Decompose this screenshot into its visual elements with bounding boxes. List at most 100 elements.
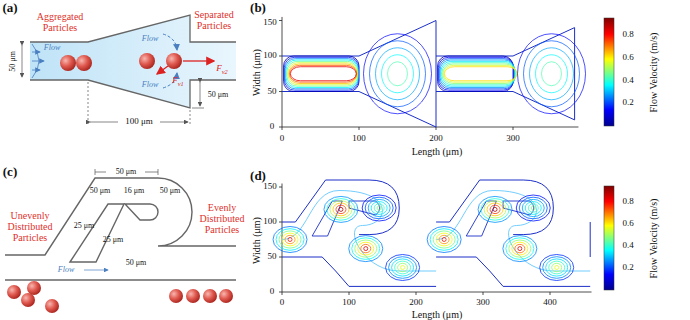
annotation: Separated Particles xyxy=(186,9,242,31)
plot-stroke xyxy=(503,201,534,215)
plot-stroke xyxy=(546,259,568,276)
plot-stroke xyxy=(483,292,484,295)
plot-stroke xyxy=(352,238,380,260)
plot-stroke xyxy=(436,257,590,286)
plot-stroke xyxy=(427,227,461,253)
annotation: 300 xyxy=(506,134,520,144)
plot-stroke xyxy=(398,263,408,271)
plot-stroke xyxy=(289,64,357,83)
plot-stroke xyxy=(288,63,357,85)
axis-title: Flow Velocity (m/s) xyxy=(648,198,659,278)
plot-stroke xyxy=(439,59,514,89)
plot-stroke xyxy=(555,266,559,270)
axes xyxy=(282,17,578,127)
plot-stroke xyxy=(282,191,436,272)
plot-stroke xyxy=(525,202,541,215)
plot-stroke xyxy=(444,65,517,82)
annotation: 100 xyxy=(263,51,277,61)
plot-stroke xyxy=(509,240,531,257)
annotation: 0.4 xyxy=(622,76,633,86)
annotation: Flow xyxy=(44,44,60,53)
plot-stroke xyxy=(436,92,575,120)
plot-stroke xyxy=(324,196,358,222)
plot-stroke xyxy=(528,204,538,212)
plot-stroke xyxy=(382,55,414,93)
plot-stroke xyxy=(519,197,547,219)
axis-title: 50 μm xyxy=(9,51,18,72)
annotation: 0.2 xyxy=(622,98,633,108)
plot-stroke xyxy=(530,48,574,100)
plot-stroke xyxy=(542,62,562,86)
annotation: 150 xyxy=(263,18,277,28)
plot-stroke xyxy=(401,266,405,270)
annotation: 25 μm xyxy=(74,222,95,231)
plot-stroke xyxy=(359,127,360,130)
plot-stroke xyxy=(349,292,350,295)
annotation: Fv1 xyxy=(172,76,183,88)
annotation: 0 xyxy=(270,122,275,132)
plot-stroke xyxy=(279,127,282,128)
plot-stroke xyxy=(433,231,455,248)
force-arrows xyxy=(157,61,214,74)
annotation: 200 xyxy=(429,134,443,144)
annotation: Flow xyxy=(58,266,74,275)
plot-stroke xyxy=(279,257,282,258)
plot-stroke xyxy=(368,199,390,216)
plot-stroke xyxy=(282,233,298,246)
plot-stroke xyxy=(430,229,458,251)
annotation: Unevenly Distributed Particles xyxy=(2,210,58,243)
annotation: 0.8 xyxy=(622,30,633,40)
plot-stroke xyxy=(540,255,574,281)
plot-stroke xyxy=(364,34,432,114)
plot-stroke xyxy=(284,57,358,90)
plot-stroke xyxy=(416,292,417,295)
plot-stroke xyxy=(552,263,562,271)
axis-title: Width (μm) xyxy=(251,217,262,264)
annotation: 400 xyxy=(543,298,557,308)
annotation: Evenly Distributed Particles xyxy=(196,202,248,235)
annotation: 0 xyxy=(270,287,275,297)
annotation: 50 μm xyxy=(126,259,147,268)
annotation: Fv2 xyxy=(216,64,227,76)
annotation: 100 xyxy=(263,217,277,227)
plot-stroke xyxy=(349,201,380,215)
plot-stroke xyxy=(330,201,352,218)
plot-stroke xyxy=(436,233,452,246)
plot-stroke xyxy=(436,28,575,56)
plot-stroke xyxy=(376,48,420,100)
plot-stroke xyxy=(279,231,301,248)
plot-stroke xyxy=(503,236,537,262)
plot-stroke xyxy=(358,242,374,255)
plot-stroke xyxy=(442,238,446,242)
plot-stroke xyxy=(590,222,591,257)
plot-stroke xyxy=(513,127,514,130)
plot-stroke xyxy=(442,63,516,85)
panel-letter: (d) xyxy=(250,169,266,183)
plot-stroke xyxy=(288,238,292,242)
dimension-lines xyxy=(22,45,204,126)
panel-letter: (c) xyxy=(3,165,17,179)
annotation: Flow xyxy=(142,81,158,90)
plot-stroke xyxy=(512,242,528,255)
plot-stroke xyxy=(484,201,506,218)
colorbar xyxy=(604,186,614,290)
annotation: 25 μm xyxy=(103,236,124,245)
annotation: 50 μm xyxy=(116,168,137,177)
annotation: 0.8 xyxy=(622,197,633,207)
plot-stroke xyxy=(493,207,497,211)
plot-stroke xyxy=(549,261,565,274)
velocity-plot xyxy=(273,180,591,295)
plot-stroke xyxy=(389,257,417,279)
plot-stroke xyxy=(282,292,283,295)
plot-stroke xyxy=(285,235,295,243)
axes xyxy=(282,184,592,293)
annotation: 0.6 xyxy=(622,219,633,229)
plot-stroke xyxy=(279,56,282,57)
plot-stroke xyxy=(543,257,571,279)
plot-stroke xyxy=(438,57,513,90)
plot-stroke xyxy=(282,257,436,286)
particles xyxy=(60,53,182,71)
annotation: 0.6 xyxy=(622,53,633,63)
plot-stroke xyxy=(531,206,535,210)
